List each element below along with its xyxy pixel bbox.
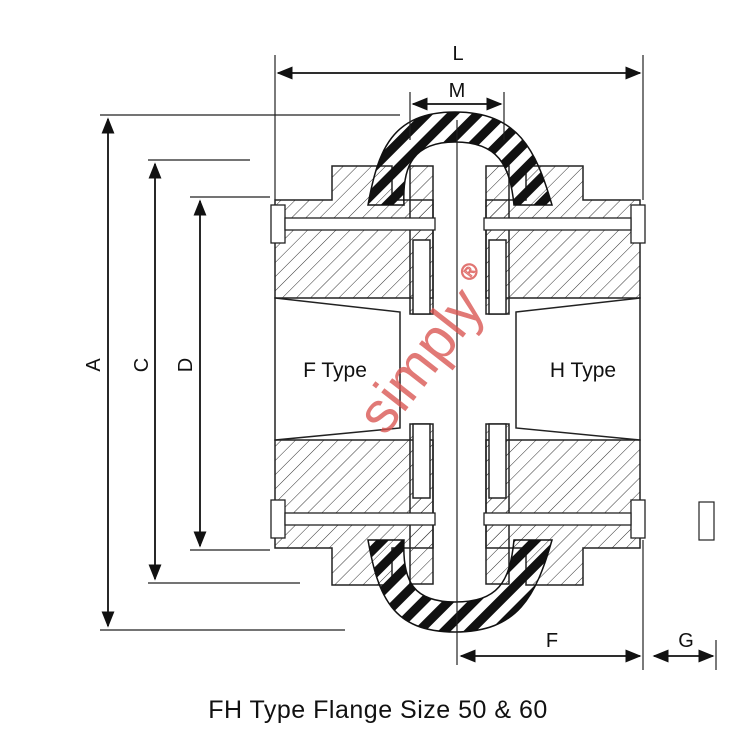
bolt-head-right-top	[630, 204, 646, 244]
extension-lines	[100, 55, 717, 670]
right-hub	[485, 165, 641, 586]
bolt-shank-right-top	[483, 217, 632, 231]
tire-top	[367, 111, 553, 206]
left-slot-top	[412, 239, 431, 315]
watermark-registered-mark: ®	[455, 258, 485, 286]
label-h-type: H Type	[550, 359, 616, 382]
right-slot-top	[488, 239, 507, 315]
label-M: M	[449, 80, 466, 102]
gap-marker	[698, 501, 715, 541]
label-D: D	[175, 358, 197, 372]
bolt-head-right-bottom	[630, 499, 646, 539]
left-slot-bottom	[412, 423, 431, 499]
bolts	[270, 204, 646, 539]
bolt-shank-left-bottom	[284, 512, 436, 526]
bolt-shank-left-top	[284, 217, 436, 231]
bolt-head-left-top	[270, 204, 286, 244]
right-bore	[515, 297, 641, 441]
dimension-lines	[101, 66, 715, 663]
bolt-shank-right-bottom	[483, 512, 632, 526]
bolt-head-left-bottom	[270, 499, 286, 539]
diagram-caption: FH Type Flange Size 50 & 60	[208, 696, 548, 724]
label-F: F	[546, 630, 558, 652]
right-slot-bottom	[488, 423, 507, 499]
tire-bottom	[367, 539, 553, 633]
rubber-tire	[367, 111, 553, 633]
label-L: L	[452, 43, 463, 65]
label-C: C	[131, 358, 153, 372]
label-G: G	[678, 630, 694, 652]
left-bore	[274, 297, 401, 441]
label-f-type: F Type	[303, 359, 367, 382]
label-A: A	[83, 358, 105, 372]
